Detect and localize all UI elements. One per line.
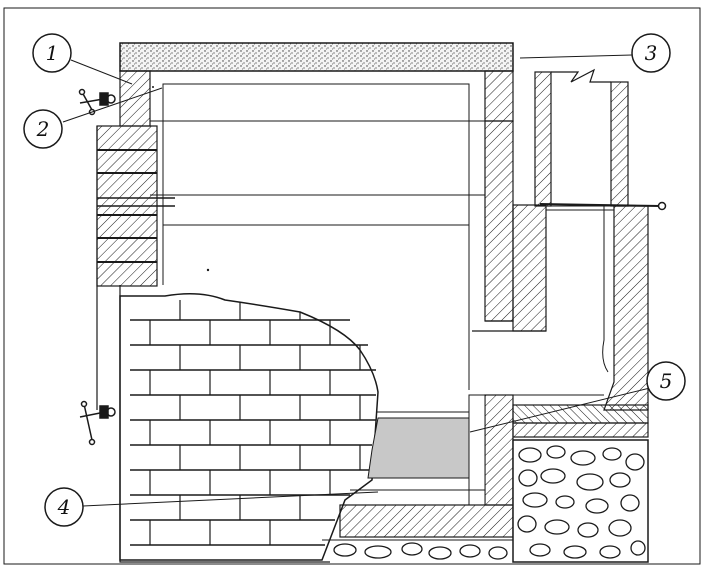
right-wall-inner-line <box>602 206 609 373</box>
chimney-wall-right <box>610 81 629 207</box>
callout-3: 3 <box>631 33 671 73</box>
right-wall-top <box>484 70 514 122</box>
top-insulation-slab <box>119 42 514 72</box>
callout-leaders <box>62 54 651 507</box>
callout-1: 1 <box>32 33 72 73</box>
lower-door-latch <box>79 400 116 446</box>
firebox-right-wall <box>484 394 514 506</box>
stray-dot <box>206 268 210 272</box>
callout-label-2: 2 <box>36 117 50 141</box>
inner-tank-top <box>162 83 470 122</box>
flue-partition <box>512 204 547 332</box>
callout-5: 5 <box>646 361 686 401</box>
corner-post-left <box>119 70 151 127</box>
callout-4: 4 <box>44 487 84 527</box>
drawing-frame <box>3 7 701 565</box>
right-outer-wall-strip <box>545 205 615 211</box>
floor-layer-upper <box>512 404 649 424</box>
stray-dot <box>152 86 154 88</box>
right-wall-inner <box>484 120 514 322</box>
base-slab-hatched <box>339 504 514 538</box>
callout-label-3: 3 <box>645 41 658 65</box>
damper-rod <box>539 203 661 207</box>
floor-layer-lower <box>512 422 649 438</box>
callout-2: 2 <box>23 109 63 149</box>
right-outer-wall <box>603 205 649 411</box>
upper-door-latch <box>78 88 116 116</box>
damper-knob <box>657 201 667 211</box>
brick-facade <box>119 293 379 561</box>
left-brick-wall-upper <box>96 125 175 287</box>
callout-label-4: 4 <box>57 495 71 519</box>
rubble-foundation <box>512 439 649 563</box>
chimney-break-line <box>551 68 611 83</box>
firebox-gray-area <box>367 417 470 479</box>
rubble-under-base <box>322 539 513 560</box>
chimney-wall-left <box>534 71 552 207</box>
callout-label-1: 1 <box>46 41 59 65</box>
callout-label-5: 5 <box>660 369 673 393</box>
firebox-inner-wall <box>468 394 486 506</box>
left-base-frame <box>119 285 330 563</box>
